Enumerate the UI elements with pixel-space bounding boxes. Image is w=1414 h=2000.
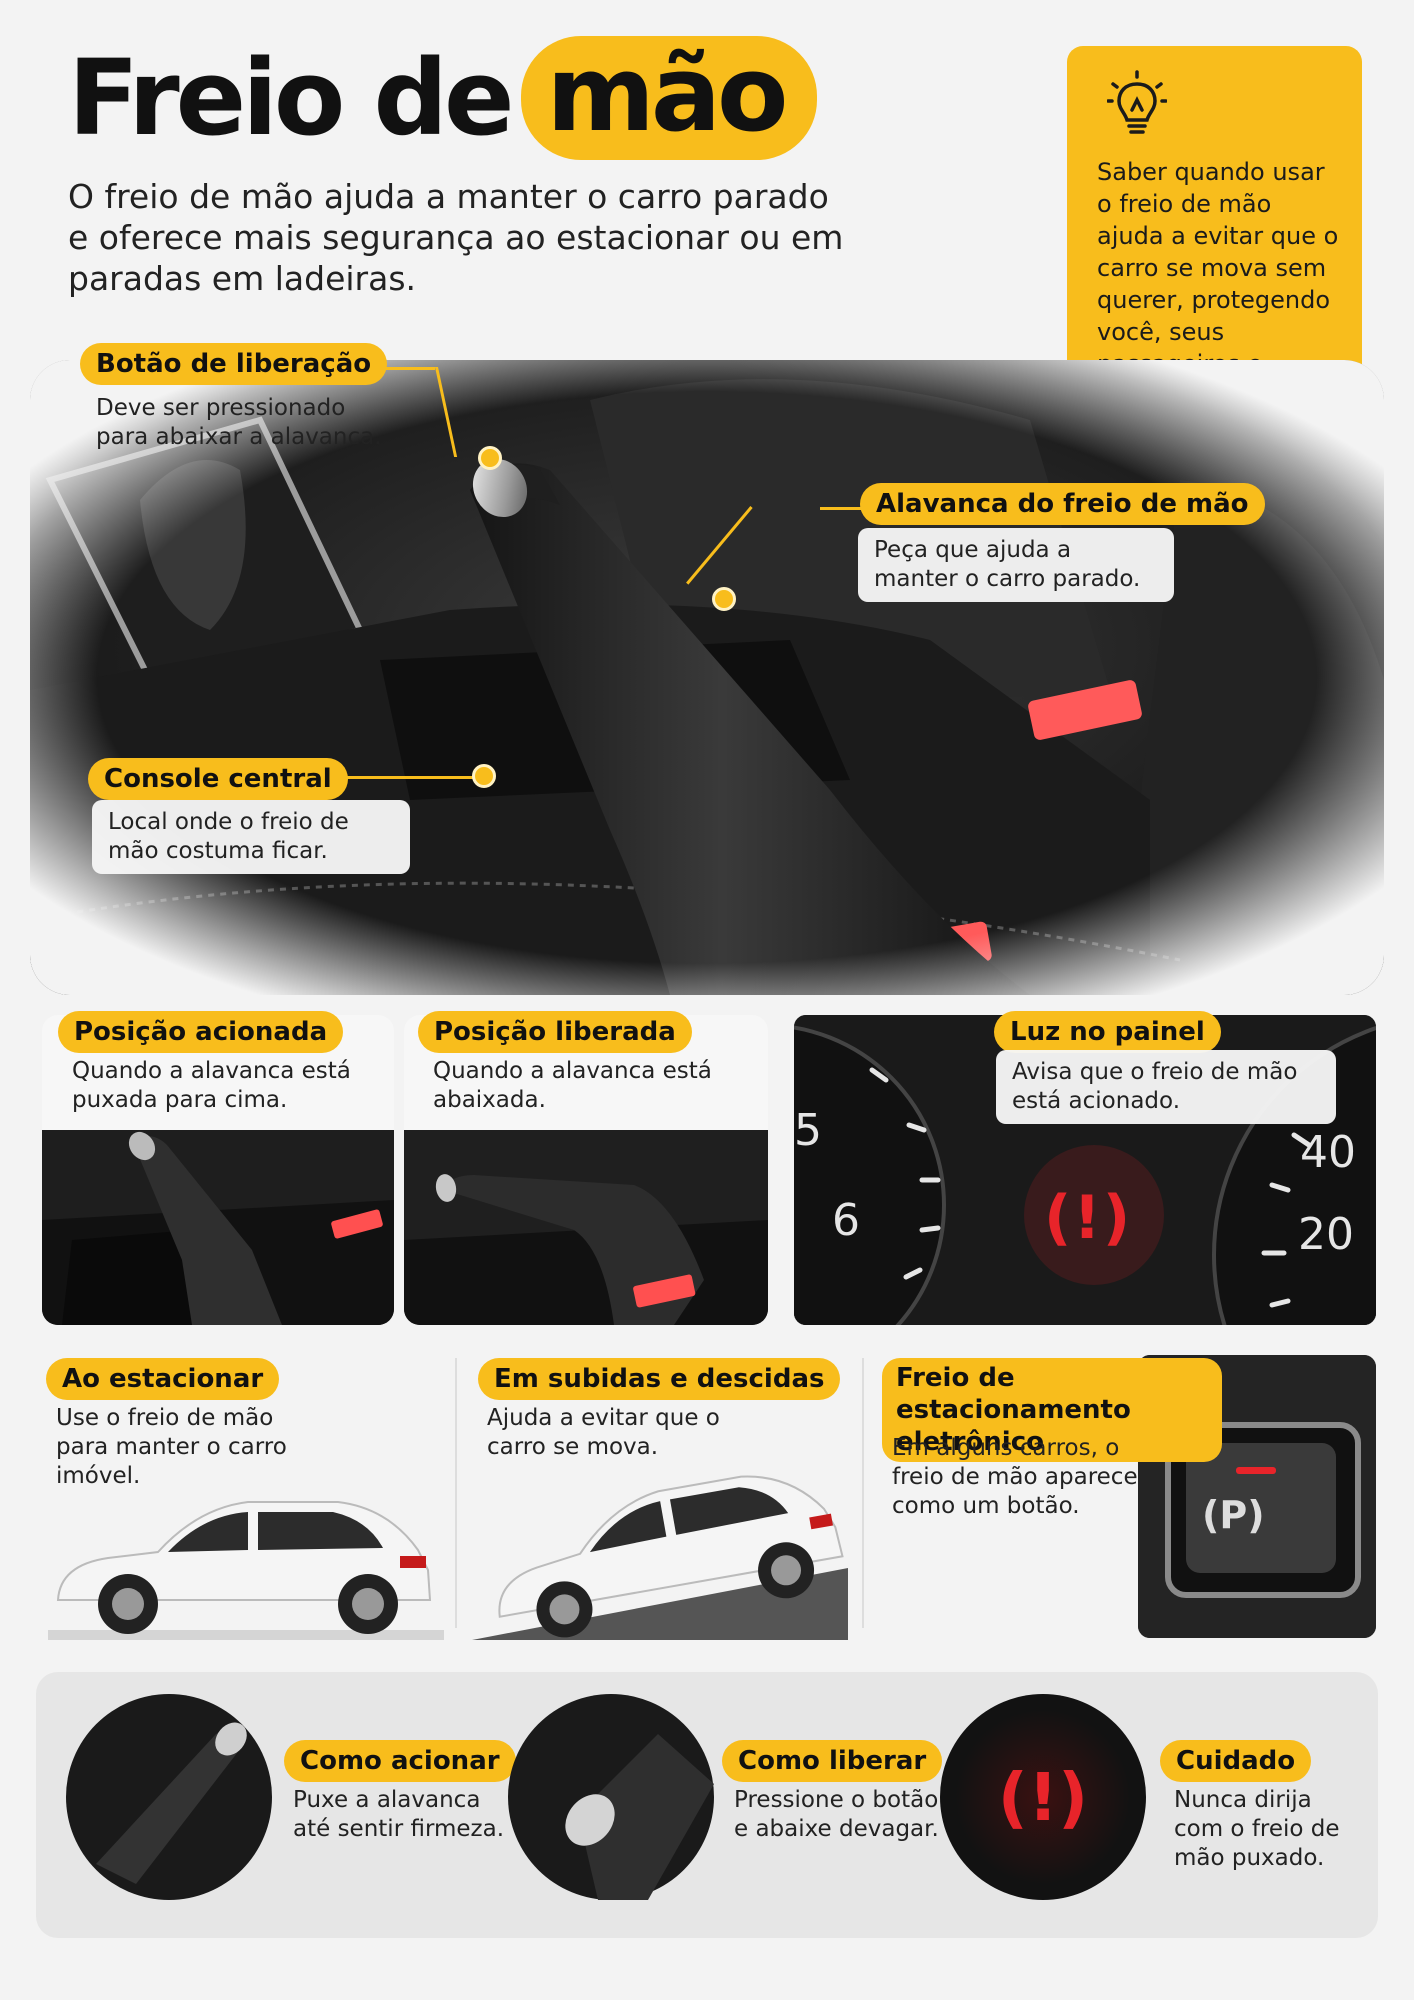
warning-circle-photo: (!) bbox=[940, 1694, 1146, 1900]
slopes-desc: Ajuda a evitar que o carro se mova. bbox=[487, 1405, 720, 1460]
release-button-circle-photo bbox=[508, 1694, 714, 1900]
slope-car-illustration bbox=[472, 1475, 848, 1640]
callout-dot bbox=[472, 764, 496, 788]
how-to-engage-title: Como acionar bbox=[284, 1740, 516, 1782]
callout-dot bbox=[712, 587, 736, 611]
intro-text: O freio de mão ajuda a manter o carro pa… bbox=[68, 177, 844, 298]
parking-desc: Use o freio de mão para manter o carro i… bbox=[56, 1405, 287, 1489]
lightbulb-icon bbox=[1107, 70, 1167, 134]
gauge-tick-5: 5 bbox=[794, 1105, 822, 1156]
tip-card: Saber quando usar o freio de mão ajuda a… bbox=[1067, 46, 1362, 410]
slopes-title: Em subidas e descidas bbox=[478, 1358, 841, 1400]
how-to-release-desc: Pressione o botão e abaixe devagar. bbox=[734, 1787, 939, 1842]
connector-line bbox=[330, 776, 480, 779]
position-released-title: Posição liberada bbox=[418, 1011, 692, 1053]
caution-desc: Nunca dirija com o freio de mão puxado. bbox=[1174, 1787, 1340, 1871]
connector-line bbox=[375, 367, 435, 370]
gauge-tick-6: 6 bbox=[832, 1195, 860, 1246]
callout-release-button-desc: Deve ser pressionado para abaixar a alav… bbox=[96, 395, 382, 450]
position-engaged-title: Posição acionada bbox=[58, 1011, 344, 1053]
position-engaged-card bbox=[42, 1015, 394, 1325]
gauge-tick-20: 20 bbox=[1298, 1209, 1354, 1260]
hand-brake-photo bbox=[30, 360, 1384, 995]
callout-release-button-title: Botão de liberação bbox=[80, 343, 388, 385]
dashboard-light-title: Luz no painel bbox=[994, 1011, 1221, 1053]
parked-car-illustration bbox=[48, 1501, 444, 1640]
callout-dot bbox=[478, 446, 502, 470]
brake-warning-icon: (!) bbox=[1044, 1183, 1133, 1253]
callout-lever-title: Alavanca do freio de mão bbox=[860, 483, 1265, 525]
position-engaged-desc: Quando a alavanca está puxada para cima. bbox=[72, 1058, 351, 1113]
parking-title: Ao estacionar bbox=[46, 1358, 280, 1400]
how-to-engage-desc: Puxe a alavanca até sentir firmeza. bbox=[293, 1787, 505, 1842]
gauge-tick-40: 40 bbox=[1300, 1127, 1356, 1178]
electronic-brake-title: Freio de estacionamento eletrônico bbox=[882, 1358, 1222, 1462]
caution-title: Cuidado bbox=[1160, 1740, 1312, 1782]
divider bbox=[455, 1358, 457, 1628]
pull-lever-circle-photo bbox=[66, 1694, 272, 1900]
position-released-card bbox=[404, 1015, 768, 1325]
electronic-brake-desc: Em alguns carros, o freio de mão aparece… bbox=[892, 1435, 1138, 1519]
callout-console-desc: Local onde o freio de mão costuma ficar. bbox=[92, 800, 410, 874]
electronic-brake-title-line1: Freio de estacionamento bbox=[896, 1363, 1131, 1425]
connector-line bbox=[820, 507, 862, 510]
title-highlight: mão bbox=[520, 36, 817, 160]
title-part1: Freio de bbox=[68, 37, 514, 159]
parking-p-icon: (P) bbox=[1202, 1493, 1265, 1537]
page-title: Freio de mão bbox=[68, 36, 817, 160]
electronic-brake-title-line2: eletrônico bbox=[896, 1427, 1044, 1457]
divider bbox=[862, 1358, 864, 1628]
how-to-release-title: Como liberar bbox=[722, 1740, 943, 1782]
dashboard-light-desc: Avisa que o freio de mão está acionado. bbox=[996, 1050, 1336, 1124]
position-released-desc: Quando a alavanca está abaixada. bbox=[433, 1058, 712, 1113]
callout-console-title: Console central bbox=[88, 758, 348, 800]
callout-lever-desc: Peça que ajuda a manter o carro parado. bbox=[858, 528, 1174, 602]
brake-warning-icon: (!) bbox=[997, 1758, 1089, 1836]
